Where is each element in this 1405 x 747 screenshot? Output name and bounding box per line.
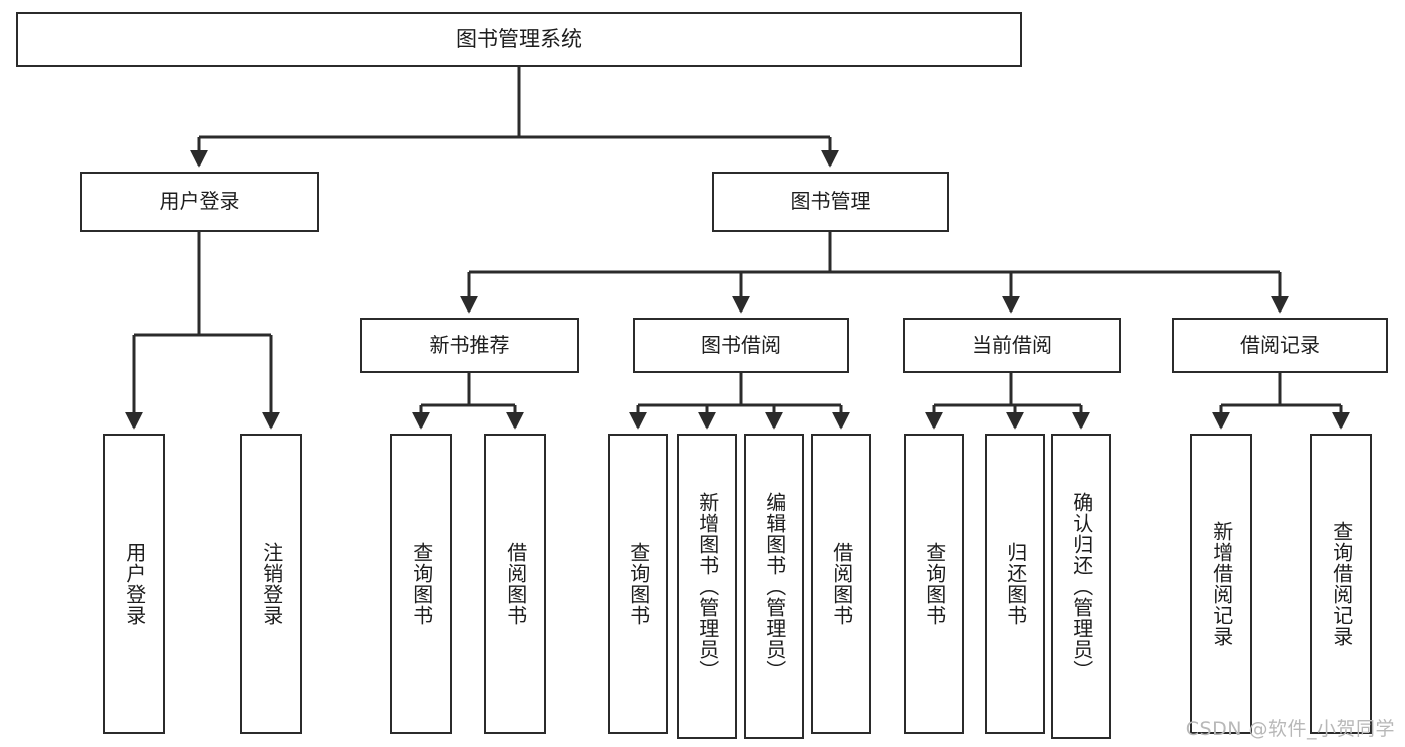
- node-leaf-logout-login[interactable]: 注销登录: [240, 434, 302, 734]
- node-leaf-borrow-book-2[interactable]: 借阅图书: [811, 434, 871, 734]
- node-leaf-edit-book-admin[interactable]: 编辑图书（管理员）: [744, 434, 804, 739]
- node-leaf-query-book-1[interactable]: 查询图书: [390, 434, 452, 734]
- node-leaf-borrow-book-1[interactable]: 借阅图书: [484, 434, 546, 734]
- node-leaf-add-borrow-record[interactable]: 新增借阅记录: [1190, 434, 1252, 734]
- node-leaf-query-borrow-record-label: 查询借阅记录: [1329, 521, 1354, 647]
- node-leaf-logout-login-label: 注销登录: [259, 542, 284, 626]
- node-leaf-user-login[interactable]: 用户登录: [103, 434, 165, 734]
- node-leaf-query-book-3-label: 查询图书: [922, 542, 947, 626]
- node-leaf-edit-book-admin-label: 编辑图书（管理员）: [762, 492, 787, 681]
- node-leaf-borrow-book-1-label: 借阅图书: [503, 542, 528, 626]
- node-leaf-add-book-admin[interactable]: 新增图书（管理员）: [677, 434, 737, 739]
- node-leaf-add-book-admin-label: 新增图书（管理员）: [695, 492, 720, 681]
- node-book-borrow-label: 图书借阅: [701, 332, 781, 357]
- node-leaf-add-borrow-record-label: 新增借阅记录: [1209, 521, 1234, 647]
- node-leaf-query-book-1-label: 查询图书: [409, 542, 434, 626]
- node-current-borrow[interactable]: 当前借阅: [903, 318, 1121, 373]
- node-book-management[interactable]: 图书管理: [712, 172, 949, 232]
- node-leaf-query-book-2-label: 查询图书: [626, 542, 651, 626]
- node-root[interactable]: 图书管理系统: [16, 12, 1022, 67]
- node-leaf-borrow-book-2-label: 借阅图书: [829, 542, 854, 626]
- node-user-login[interactable]: 用户登录: [80, 172, 319, 232]
- node-leaf-query-book-3[interactable]: 查询图书: [904, 434, 964, 734]
- node-current-borrow-label: 当前借阅: [972, 332, 1052, 357]
- node-borrow-record-label: 借阅记录: [1240, 332, 1320, 357]
- node-root-label: 图书管理系统: [456, 27, 582, 52]
- node-leaf-query-borrow-record[interactable]: 查询借阅记录: [1310, 434, 1372, 734]
- node-leaf-confirm-return-admin[interactable]: 确认归还（管理员）: [1051, 434, 1111, 739]
- node-leaf-return-book-label: 归还图书: [1003, 542, 1028, 626]
- node-leaf-user-login-label: 用户登录: [122, 542, 147, 626]
- node-leaf-confirm-return-admin-label: 确认归还（管理员）: [1069, 492, 1094, 681]
- node-borrow-record[interactable]: 借阅记录: [1172, 318, 1388, 373]
- node-leaf-return-book[interactable]: 归还图书: [985, 434, 1045, 734]
- node-new-book-recommend[interactable]: 新书推荐: [360, 318, 579, 373]
- node-leaf-query-book-2[interactable]: 查询图书: [608, 434, 668, 734]
- node-user-login-label: 用户登录: [159, 189, 240, 214]
- node-new-book-recommend-label: 新书推荐: [429, 332, 510, 357]
- node-book-management-label: 图书管理: [790, 189, 871, 214]
- node-book-borrow[interactable]: 图书借阅: [633, 318, 849, 373]
